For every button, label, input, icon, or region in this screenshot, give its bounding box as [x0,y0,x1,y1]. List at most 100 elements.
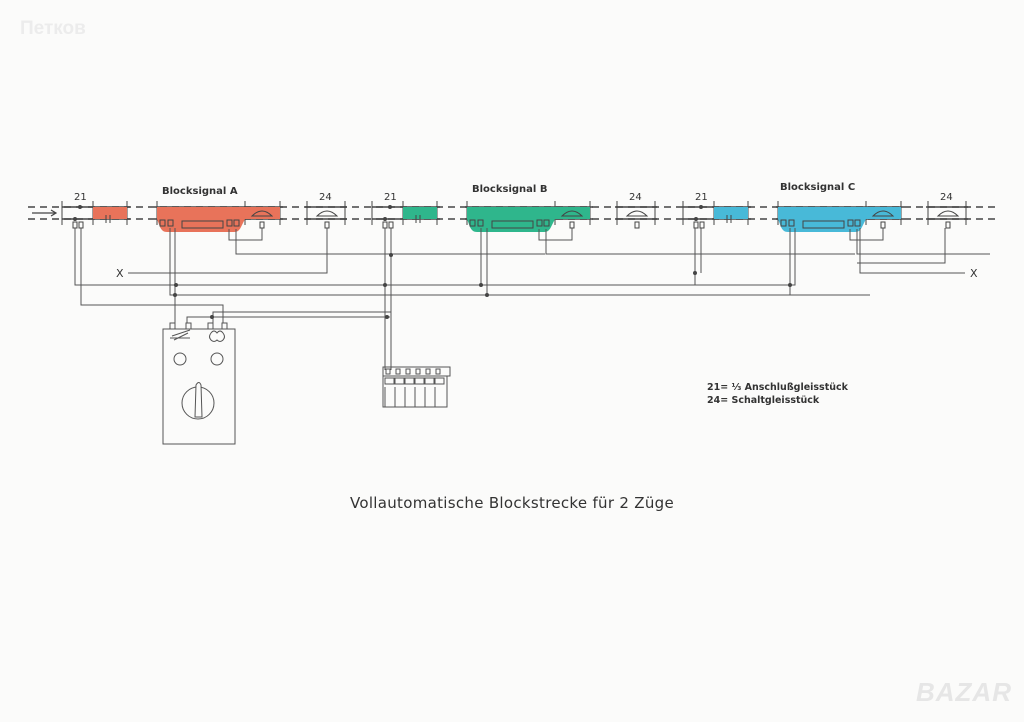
panel-button [394,377,405,385]
track-21-label: 21 [695,192,708,203]
indicator-lamp-right [210,352,224,366]
track-terminal [569,221,575,229]
wire [128,228,328,274]
track-21-terminal [699,221,705,229]
legend: 21= ⅓ Anschlußgleisstück 24= Schaltgleis… [707,381,848,407]
junction-dot [73,217,77,221]
direction-arrow-icon [32,209,58,217]
wire [538,228,573,241]
transformer-controller [162,322,236,445]
junction-dot [693,271,697,275]
junction-dot [699,205,703,209]
signal-terminal [469,219,476,227]
track-24-label: 24 [629,192,642,203]
panel-button [424,377,435,385]
indicator-lamp-left [173,352,187,366]
blocksignal-body [157,207,280,232]
signal-terminal [226,219,233,227]
track-terminal [324,221,330,229]
blocksignal-label: Blocksignal B [472,184,547,195]
panel-terminal [425,368,431,375]
track-terminal [634,221,640,229]
legend-24: 24= Schaltgleisstück [707,395,820,406]
wire [856,229,990,255]
signal-contact-icon [560,210,584,217]
blocksignal-label: Blocksignal A [162,186,238,197]
junction-dot [210,315,214,319]
wire [186,316,390,323]
isolation-gap-icon [105,215,111,223]
panel-terminal [435,368,441,375]
track-24-label: 24 [319,192,332,203]
panel-terminal [405,368,411,375]
switch-track-contact-icon [625,210,649,217]
wire [545,229,855,255]
signal-blocks [72,205,960,232]
track-21-terminal [72,221,78,229]
track-switch-icon [170,329,191,341]
isolated-section [403,207,437,219]
wire [74,228,796,286]
wire [849,228,884,241]
junction-dot [694,217,698,221]
track-21-label: 21 [74,192,87,203]
signal-window [181,220,224,229]
junction-dot [173,293,177,297]
watermark-bazar-logo: BAZAR [916,677,1012,707]
signal-terminal [780,219,787,227]
signal-terminal [788,219,795,227]
track-21-label: 21 [384,192,397,203]
signal-terminal [536,219,543,227]
track-terminal [880,221,886,229]
isolated-section [93,207,127,219]
blocksignal-body [467,207,590,232]
signal-contact-icon [871,210,895,217]
track-21-terminal [382,221,388,229]
wire [169,228,870,296]
junction-dot [174,283,178,287]
x-label-right: X [970,267,978,280]
junction-dot [788,283,792,287]
wire [212,311,391,323]
signal-terminal [847,219,854,227]
track-24-label: 24 [940,192,953,203]
panel-button [434,377,445,385]
signal-terminal [543,219,550,227]
blocksignal-label: Blocksignal C [780,182,855,193]
legend-21: 21= ⅓ Anschlußgleisstück [707,382,848,393]
junction-dot [383,217,387,221]
track-21-terminal [693,221,699,229]
track-21-terminal [78,221,84,229]
labels: 21 24 Blocksignal A 21 24 Blocksignal B 21 24 Bl… [74,182,953,203]
isolation-gap-icon [415,215,421,223]
isolated-section [714,207,748,219]
junction-dot [479,283,483,287]
track-terminal [259,221,265,229]
junction-dot [485,293,489,297]
track-terminal [945,221,951,229]
signal-terminal [477,219,484,227]
junction-dot [385,315,389,319]
switch-track-contact-icon [936,210,960,217]
signal-terminal [854,219,861,227]
wire [80,228,224,323]
signal-terminal [167,219,174,227]
signal-terminal [233,219,240,227]
panel-button [404,377,415,385]
isolation-gap-icon [726,215,732,223]
junction-dot [78,205,82,209]
wire [228,228,263,241]
watermark-top-left: Петков [20,18,86,39]
wires [74,228,990,370]
panel-button [384,377,395,385]
blocksignal-body [778,207,901,232]
diagram-caption: Vollautomatische Blockstrecke für 2 Züge [349,494,675,512]
panel-terminal [415,368,421,375]
signal-window [802,220,845,229]
signal-terminal [159,219,166,227]
panel-terminal [385,368,391,375]
junction-dot [389,253,393,257]
junction-dot [388,205,392,209]
